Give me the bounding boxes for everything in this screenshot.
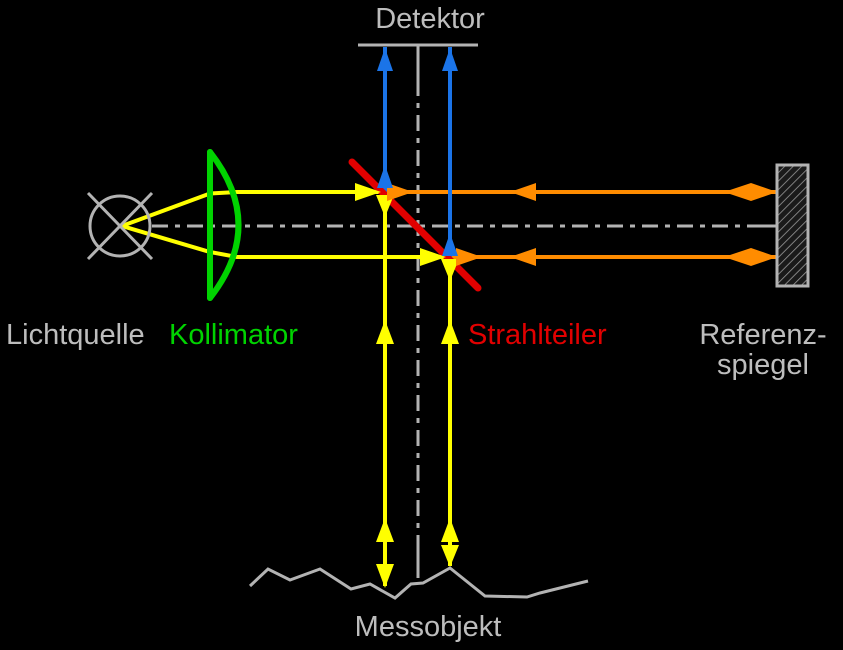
measurement-object-label: Messobjekt (354, 611, 502, 643)
collimator-label: Kollimator (169, 319, 298, 351)
light-source-label: Lichtquelle (6, 319, 145, 351)
reference-mirror (775, 163, 810, 288)
reference-mirror-label-line2: spiegel (717, 349, 809, 381)
detector-label: Detektor (375, 3, 485, 35)
orange-beam-arrowheads (387, 183, 777, 266)
reference-mirror-label: Referenz- spiegel (693, 320, 833, 380)
reference-mirror-label-line1: Referenz- (699, 319, 827, 351)
source-rays (121, 190, 450, 259)
blue-beam-arrowheads (377, 48, 458, 256)
collimator-lens (207, 149, 242, 301)
yellow-beam-arrowheads (355, 183, 459, 588)
light-source-symbol (86, 191, 154, 261)
beam-splitter-line (348, 158, 482, 292)
beam-splitter-label: Strahlteiler (468, 319, 607, 351)
measurement-object-surface (248, 566, 589, 600)
